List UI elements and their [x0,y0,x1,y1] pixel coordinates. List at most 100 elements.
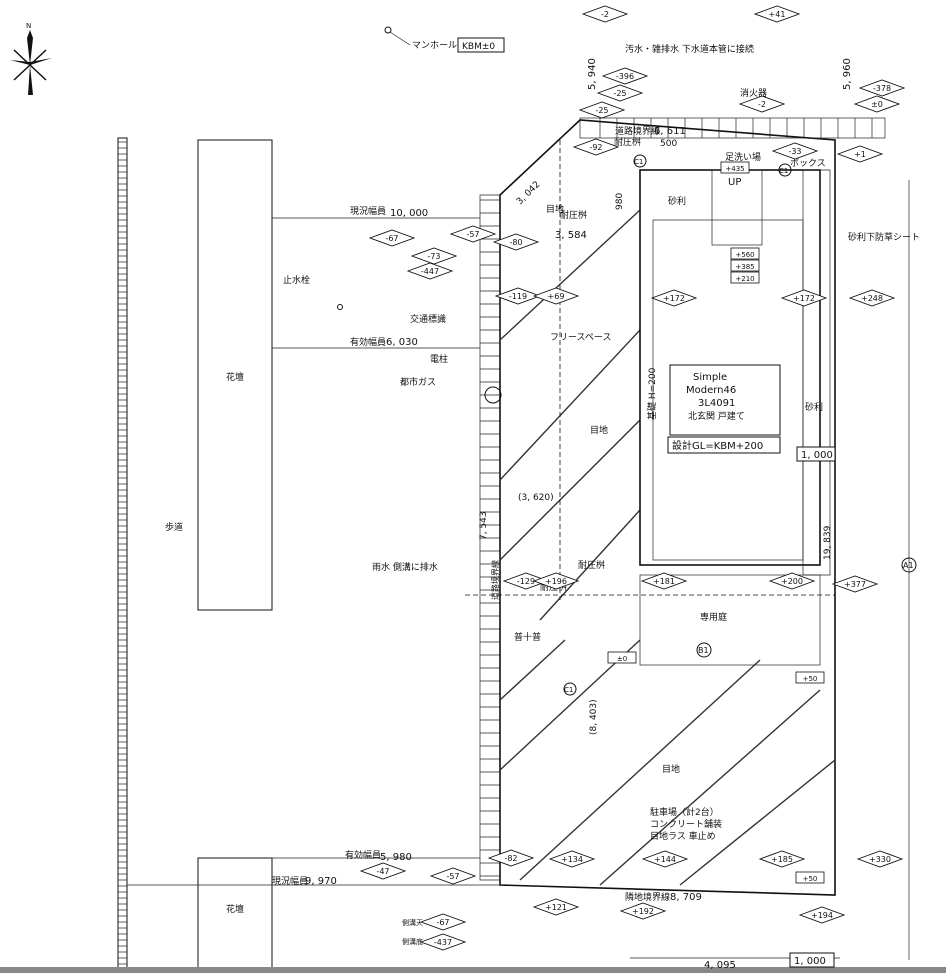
dim-9970: 9, 970 [305,876,337,887]
dim-1000-mid: 1, 000 [801,450,833,461]
level-box [730,247,760,260]
side-top-label: 側溝天 [402,918,423,927]
level-diamond [548,850,596,868]
gl-box [667,436,781,454]
level-box-value: +50 [803,875,818,883]
parking-line1: 駐車場（計2台） [650,806,719,818]
level-box [730,259,760,272]
manhole-icon [384,26,392,34]
effective-width-bottom: 有効幅員 [345,849,381,861]
level-box-value: +50 [803,675,818,683]
level-value: +121 [545,903,567,912]
dim-4095: 4, 095 [704,960,736,971]
level-diamond [532,898,580,916]
dim-3584: 3, 584 [555,230,587,241]
dim-8403: (8, 403) [589,699,599,735]
pressure-low: 耐圧桝 [578,559,605,571]
dim-5980: 5, 980 [380,852,412,863]
extinguisher-label: 消火器 [740,87,767,99]
effective-width-top: 有効幅員 [350,336,386,348]
level-diamond [640,572,688,590]
level-value: -2 [601,10,609,19]
gravel-top: 砂利 [668,195,686,207]
level-box-value: +435 [725,165,744,173]
level-value: -67 [436,918,449,927]
level-diamond [641,850,689,868]
gas-label: 都市ガス [400,376,436,388]
level-diamond [768,572,816,590]
planter-upper-label: 花壇 [226,371,244,383]
dim-6611: 6, 611 [654,126,686,137]
level-value: -129 [517,577,535,586]
level-value: +1 [854,150,866,159]
dim-5960: 5, 960 [842,58,853,90]
level-value: -437 [434,938,452,947]
level-markers: -2+41-396-25-2-25-92-33-378±0+1-67-57-80… [359,5,906,951]
level-diamond [771,142,819,160]
marker-a1-label: A1 [903,561,914,570]
road-boundary-top: 道路境界線 [615,125,660,137]
lawn-mid: 目地 [590,424,608,436]
level-diamond [572,138,620,156]
planter-upper [197,139,273,611]
parking-line3: 目地ラス 車止め [650,830,716,842]
level-diamond [831,575,879,593]
level-diamond [406,262,454,280]
parking-line2: コンクリート舗装 [650,818,722,830]
level-box-value: +385 [735,263,754,271]
rain-note: 雨水 側溝に排水 [372,561,438,573]
sidewalk-strip [117,137,128,969]
dim-3042: 3, 042 [515,180,542,207]
level-diamond [487,849,535,867]
level-value: -396 [616,72,634,81]
gravel-right: 砂利 [805,401,823,413]
level-diamond [738,95,786,113]
manhole-label: マンホール [412,40,457,51]
level-value: +196 [545,577,567,586]
dim-5940: 5, 940 [587,58,598,90]
house-info-box [669,364,781,436]
main-entry-label: 普十普 [514,631,541,643]
level-value: ±0 [871,100,883,109]
level-box [730,271,760,284]
level-diamond [753,5,801,23]
manhole-kbm: KBM±0 [462,42,495,52]
dim-1000-bottom: 1, 000 [794,956,826,967]
north-compass-icon: N [10,22,52,95]
level-diamond [532,572,580,590]
marker-c1c: C1 [564,686,573,694]
dim-7543: 7, 543 [479,511,489,540]
free-space-label: フリースペース [550,333,611,343]
level-diamond [410,247,458,265]
level-value: +69 [548,292,565,301]
level-value: -33 [788,147,801,156]
level-diamond [581,5,629,23]
level-diamond [780,289,828,307]
level-diamond [836,145,884,163]
dim-500: 500 [660,139,677,149]
dim-10000: 10, 000 [390,208,428,219]
level-box-value: ±0 [617,655,627,663]
gravel-sheet-label: 砂利下防草シート [848,231,920,243]
dim-980: 980 [615,193,625,210]
level-value: +194 [811,911,833,920]
level-diamond [856,850,904,868]
level-diamond [650,289,698,307]
level-value: -80 [509,238,522,247]
level-diamond [596,84,644,102]
dim-8709: 8, 709 [670,892,702,903]
level-value: -57 [446,872,459,881]
level-diamond [848,289,896,307]
level-value: +41 [769,10,786,19]
current-width-bottom: 現況幅員 [272,875,308,887]
level-value: -47 [376,867,389,876]
house-name-1: Simple [693,372,727,383]
level-box [795,671,825,684]
house-type: 北玄関 戸建て [688,410,745,422]
marker-b1-label: B1 [698,646,709,655]
level-value: -57 [466,230,479,239]
adjacent-label: 隣地境界線 [625,891,670,903]
hydrant-label: 止水栓 [283,274,310,286]
design-gl: 設計GL=KBM+200 [672,439,763,452]
